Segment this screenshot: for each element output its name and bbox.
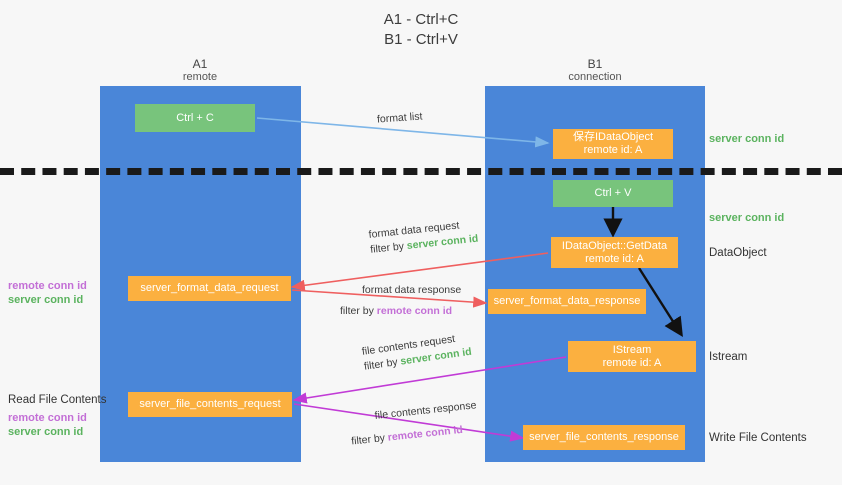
phase-divider — [0, 168, 842, 175]
box-istream[interactable]: IStream remote id: A — [568, 341, 696, 372]
edge-filter-value-remote-conn-id-2: remote conn id — [387, 423, 464, 444]
box-getdata-line1: IDataObject::GetData — [561, 239, 668, 252]
box-ctrl-c-line1: Ctrl + C — [176, 111, 214, 124]
label-server-conn-id-mid: server conn id — [709, 212, 785, 224]
box-server-format-data-response-label: server_format_data_response — [493, 295, 641, 307]
box-idataobject-getdata[interactable]: IDataObject::GetData remote id: A — [551, 237, 678, 268]
label-group-format-conn-ids: remote conn id server conn id — [8, 279, 87, 307]
label-group-file-conn-ids: remote conn id server conn id — [8, 411, 87, 439]
box-getdata-line2: remote id: A — [585, 252, 644, 265]
box-istream-line1: IStream — [612, 343, 652, 356]
label-file-server-conn-id: server conn id — [8, 426, 84, 438]
box-ctrl-v-line1: Ctrl + V — [594, 187, 632, 199]
label-file-remote-conn-id: remote conn id — [8, 412, 87, 424]
label-istream: Istream — [709, 351, 748, 363]
box-save-idataobject-line2: remote id: A — [583, 144, 643, 156]
edge-label-format-list: format list — [376, 110, 423, 126]
title-line-2: B1 - Ctrl+V — [384, 31, 458, 48]
column-header-a1: A1 remote — [100, 58, 300, 84]
edge-filter-prefix-2: filter by — [340, 305, 377, 317]
edge-label-file-contents-response-filter: filter by remote conn id — [351, 421, 480, 449]
box-save-idataobject-line1: 保存IDataObject — [572, 131, 654, 143]
column-header-a1-subtitle: remote — [182, 71, 218, 83]
diagram-title: A1 - Ctrl+C B1 - Ctrl+V — [0, 10, 842, 50]
box-save-idataobject[interactable]: 保存IDataObject remote id: A — [553, 129, 673, 159]
label-dataobject: DataObject — [709, 247, 767, 259]
label-server-conn-id-top: server conn id — [709, 133, 785, 145]
box-server-file-contents-response-label: server_file_contents_response — [529, 431, 679, 443]
box-server-format-data-response[interactable]: server_format_data_response — [488, 289, 646, 314]
edge-label-format-data-response-line1: format data response — [362, 284, 462, 296]
title-line-1: A1 - Ctrl+C — [383, 11, 459, 28]
label-format-server-conn-id: server conn id — [8, 294, 84, 306]
edge-label-file-contents-response-line1: file contents response — [374, 399, 477, 422]
edge-filter-value-remote-conn-id: remote conn id — [376, 305, 453, 317]
label-read-file-contents: Read File Contents — [8, 394, 107, 406]
label-format-remote-conn-id: remote conn id — [8, 280, 87, 292]
label-write-file-contents: Write File Contents — [709, 432, 807, 444]
column-header-b1-name: B1 — [587, 57, 603, 71]
box-ctrl-c[interactable]: Ctrl + C — [135, 104, 255, 132]
column-header-a1-name: A1 — [192, 57, 208, 71]
box-ctrl-v[interactable]: Ctrl + V — [553, 180, 673, 207]
box-server-format-data-request-label: server_format_data_request — [140, 282, 279, 294]
edge-label-file-contents-response: file contents response filter by remote … — [351, 398, 480, 447]
edge-label-format-data-response: format data response filter by remote co… — [340, 283, 462, 319]
column-header-b1-subtitle: connection — [568, 71, 622, 83]
edge-filter-prefix: filter by — [369, 240, 408, 256]
edge-label-file-contents-request: file contents request filter by server c… — [361, 330, 473, 375]
box-server-format-data-request[interactable]: server_format_data_request — [128, 276, 291, 301]
box-server-file-contents-request-label: server_file_contents_request — [139, 398, 281, 410]
edge-filter-prefix-3: filter by — [363, 355, 402, 373]
box-istream-line2: remote id: A — [602, 356, 662, 369]
column-header-b1: B1 connection — [485, 58, 705, 84]
edge-filter-prefix-4: filter by — [350, 431, 389, 448]
box-server-file-contents-response[interactable]: server_file_contents_response — [523, 425, 685, 450]
edge-label-format-data-request: format data request filter by server con… — [368, 217, 479, 258]
edge-label-format-data-response-filter: filter by remote conn id — [340, 304, 461, 319]
box-server-file-contents-request[interactable]: server_file_contents_request — [128, 392, 292, 417]
